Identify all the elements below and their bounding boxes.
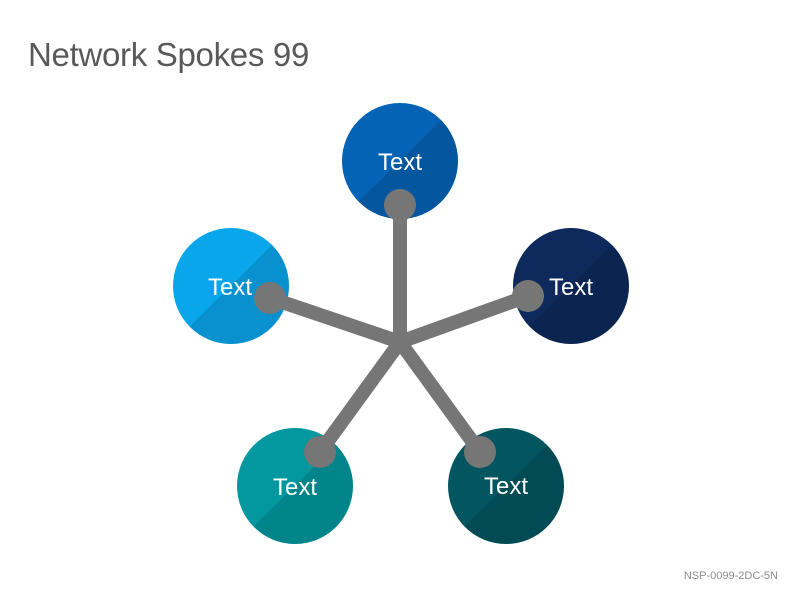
node-bottom-right-shade bbox=[448, 428, 564, 544]
node-bottom-left[interactable]: Text bbox=[236, 427, 364, 555]
spoke-end-bottom-right bbox=[464, 436, 496, 468]
spoke-left bbox=[263, 291, 407, 349]
node-top[interactable]: Text bbox=[341, 102, 470, 230]
node-right-label: Text bbox=[549, 274, 593, 301]
spoke-bottom-right bbox=[393, 335, 487, 459]
document-code: NSP-0099-2DC-5N bbox=[683, 570, 778, 582]
node-left-shade bbox=[173, 228, 289, 344]
node-left[interactable]: Text bbox=[172, 227, 300, 355]
spoke-end-bottom-left bbox=[304, 436, 336, 468]
node-right-circle bbox=[513, 228, 629, 344]
node-top-shade bbox=[342, 103, 458, 219]
spoke-right bbox=[393, 289, 535, 349]
node-left-label: Text bbox=[208, 274, 252, 301]
node-bottom-left-label: Text bbox=[273, 474, 317, 501]
spokes bbox=[254, 189, 544, 468]
spoke-bottom-left bbox=[313, 335, 407, 459]
node-right[interactable]: Text bbox=[512, 227, 640, 355]
spoke-end-top bbox=[384, 189, 416, 221]
node-left-circle bbox=[173, 228, 289, 344]
spoke-end-right bbox=[512, 280, 544, 312]
node-top-label: Text bbox=[378, 149, 422, 176]
node-right-shade bbox=[513, 228, 629, 344]
node-bottom-right-label: Text bbox=[484, 473, 528, 500]
page-title: Network Spokes 99 bbox=[28, 36, 310, 73]
spoke-end-left bbox=[254, 282, 286, 314]
node-top-circle bbox=[342, 103, 458, 219]
